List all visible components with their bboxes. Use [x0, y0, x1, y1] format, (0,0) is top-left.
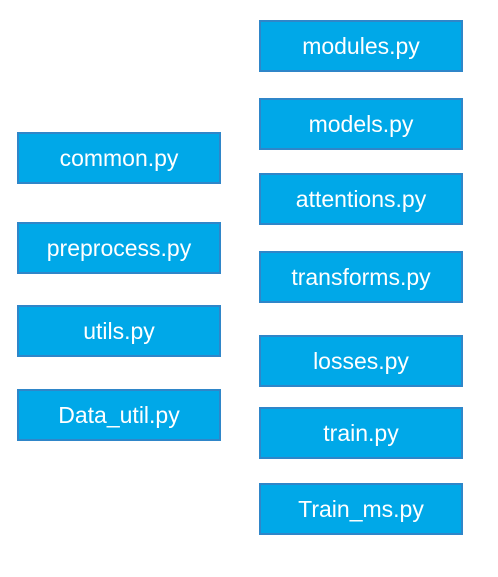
file-box-modules: modules.py — [259, 20, 463, 72]
file-box-preprocess: preprocess.py — [17, 222, 221, 274]
file-box-train: train.py — [259, 407, 463, 459]
file-box-utils: utils.py — [17, 305, 221, 357]
file-box-attentions: attentions.py — [259, 173, 463, 225]
file-box-data-util: Data_util.py — [17, 389, 221, 441]
file-box-common: common.py — [17, 132, 221, 184]
file-box-transforms: transforms.py — [259, 251, 463, 303]
file-box-models: models.py — [259, 98, 463, 150]
file-box-losses: losses.py — [259, 335, 463, 387]
file-box-train-ms: Train_ms.py — [259, 483, 463, 535]
